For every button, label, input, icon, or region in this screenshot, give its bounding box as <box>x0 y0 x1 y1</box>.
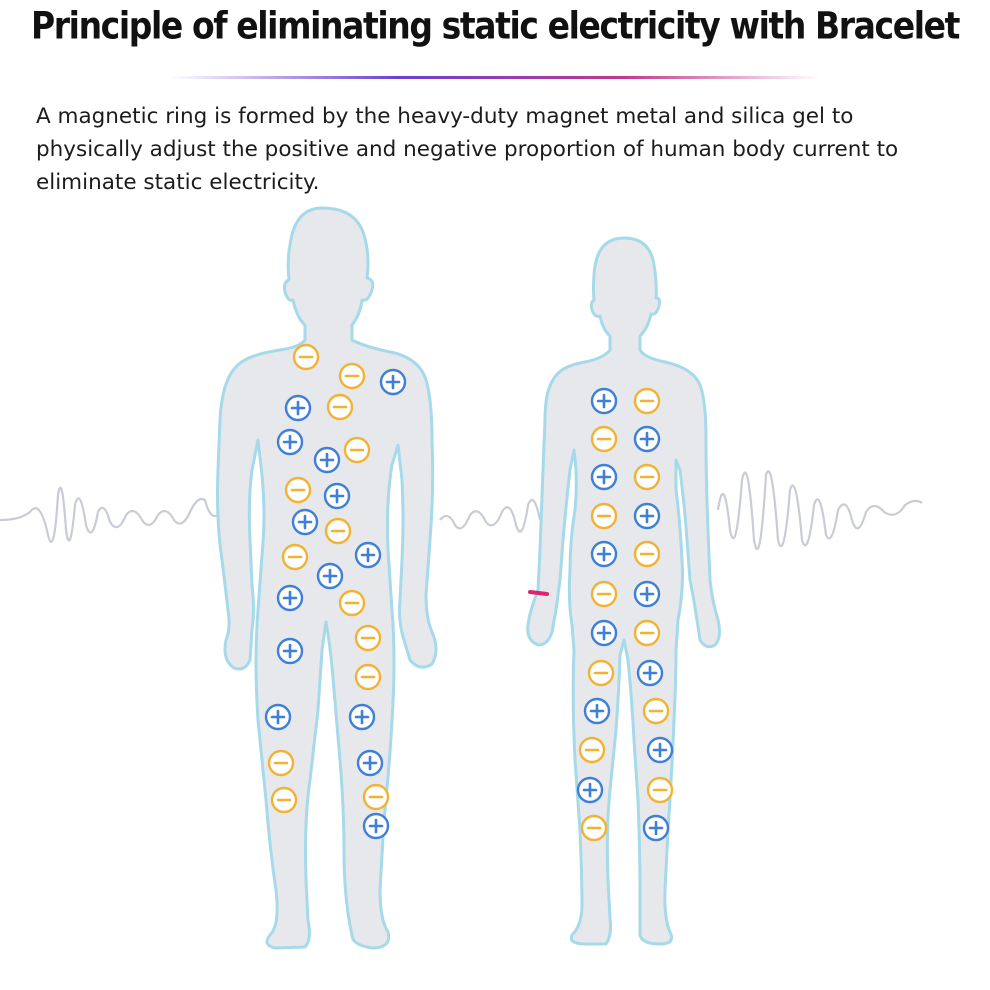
negative-charge-icon <box>267 749 295 777</box>
negative-charge-icon <box>590 580 618 608</box>
negative-charge-icon <box>338 589 366 617</box>
negative-charge-icon <box>633 463 661 491</box>
negative-charge-icon <box>587 659 615 687</box>
static-wave-left <box>0 486 219 543</box>
negative-charge-icon <box>281 543 309 571</box>
positive-charge-icon <box>348 703 376 731</box>
negative-charge-icon <box>646 776 674 804</box>
page-title: Principle of eliminating static electric… <box>31 3 960 48</box>
positive-charge-icon <box>590 540 618 568</box>
positive-charge-icon <box>636 659 664 687</box>
positive-charge-icon <box>323 482 351 510</box>
negative-charge-icon <box>354 663 382 691</box>
positive-charge-icon <box>313 446 341 474</box>
positive-charge-icon <box>316 562 344 590</box>
negative-charge-icon <box>590 502 618 530</box>
positive-charge-icon <box>276 428 304 456</box>
bracelet-icon <box>528 590 549 596</box>
negative-charge-icon <box>362 783 390 811</box>
description-text: A magnetic ring is formed by the heavy-d… <box>36 104 899 195</box>
positive-charge-icon <box>276 584 304 612</box>
positive-charge-icon <box>379 368 407 396</box>
negative-charge-icon <box>354 624 382 652</box>
negative-charge-icon <box>292 343 320 371</box>
negative-charge-icon <box>343 436 371 464</box>
positive-charge-icon <box>356 749 384 777</box>
positive-charge-icon <box>646 736 674 764</box>
negative-charge-icon <box>270 786 298 814</box>
positive-charge-icon <box>583 697 611 725</box>
positive-charge-icon <box>590 463 618 491</box>
positive-charge-icon <box>633 425 661 453</box>
positive-charge-icon <box>642 814 670 842</box>
negative-charge-icon <box>590 425 618 453</box>
positive-charge-icon <box>576 776 604 804</box>
negative-charge-icon <box>326 393 354 421</box>
positive-charge-icon <box>354 541 382 569</box>
positive-charge-icon <box>633 580 661 608</box>
title-divider <box>170 76 820 79</box>
female-figure <box>526 236 721 946</box>
positive-charge-icon <box>276 637 304 665</box>
positive-charge-icon <box>590 387 618 415</box>
negative-charge-icon <box>324 517 352 545</box>
negative-charge-icon <box>633 387 661 415</box>
positive-charge-icon <box>362 812 390 840</box>
negative-charge-icon <box>633 619 661 647</box>
negative-charge-icon <box>338 362 366 390</box>
positive-charge-icon <box>264 703 292 731</box>
negative-charge-icon <box>284 476 312 504</box>
positive-charge-icon <box>291 508 319 536</box>
negative-charge-icon <box>642 697 670 725</box>
static-wave-middle <box>439 498 542 533</box>
negative-charge-icon <box>633 540 661 568</box>
negative-charge-icon <box>578 736 606 764</box>
static-wave-right <box>716 470 923 551</box>
positive-charge-icon <box>590 619 618 647</box>
negative-charge-icon <box>580 814 608 842</box>
positive-charge-icon <box>284 394 312 422</box>
positive-charge-icon <box>633 502 661 530</box>
